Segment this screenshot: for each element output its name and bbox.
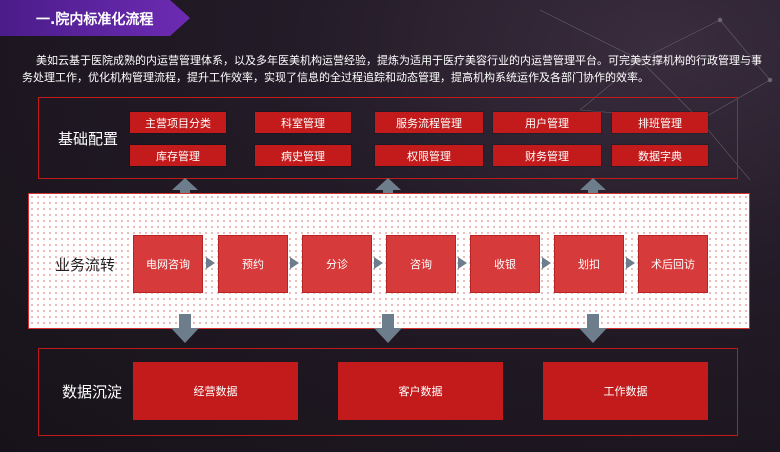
base-config-label: 基础配置 <box>58 130 119 148</box>
data-item: 工作数据 <box>543 362 708 420</box>
config-item: 库存管理 <box>130 145 226 166</box>
config-item: 用户管理 <box>493 112 601 133</box>
right-arrow-icon <box>542 257 551 269</box>
right-arrow-icon <box>626 257 635 269</box>
config-item: 病史管理 <box>255 145 351 166</box>
title-banner <box>0 0 190 36</box>
data-precipitation-panel <box>38 348 738 436</box>
flow-step: 咨询 <box>386 235 456 293</box>
data-item: 客户数据 <box>338 362 503 420</box>
right-arrow-icon <box>458 257 467 269</box>
config-item: 权限管理 <box>375 145 483 166</box>
flow-step: 划扣 <box>554 235 624 293</box>
right-arrow-icon <box>290 257 299 269</box>
config-item: 数据字典 <box>612 145 708 166</box>
flow-step: 电网咨询 <box>133 235 203 293</box>
flow-step: 预约 <box>218 235 288 293</box>
data-item: 经营数据 <box>133 362 298 420</box>
flow-step: 收银 <box>470 235 540 293</box>
config-item: 科室管理 <box>255 112 351 133</box>
page-title: 一.院内标准化流程 <box>36 12 154 28</box>
down-arrow-icon <box>171 314 199 343</box>
config-item: 服务流程管理 <box>375 112 483 133</box>
config-item: 财务管理 <box>493 145 601 166</box>
config-item: 主营项目分类 <box>130 112 226 133</box>
down-arrow-icon <box>374 314 402 343</box>
data-precipitation-label: 数据沉淀 <box>62 383 123 401</box>
business-flow-label: 业务流转 <box>55 256 116 274</box>
base-config-panel <box>38 97 738 179</box>
right-arrow-icon <box>206 257 215 269</box>
down-arrow-icon <box>579 314 607 343</box>
right-arrow-icon <box>374 257 383 269</box>
flow-step: 分诊 <box>302 235 372 293</box>
config-item: 排班管理 <box>612 112 708 133</box>
intro-paragraph: 美如云基于医院成熟的内运营管理体系，以及多年医美机构运营经验，提炼为适用于医疗美… <box>22 54 762 84</box>
flow-step: 术后回访 <box>638 235 708 293</box>
